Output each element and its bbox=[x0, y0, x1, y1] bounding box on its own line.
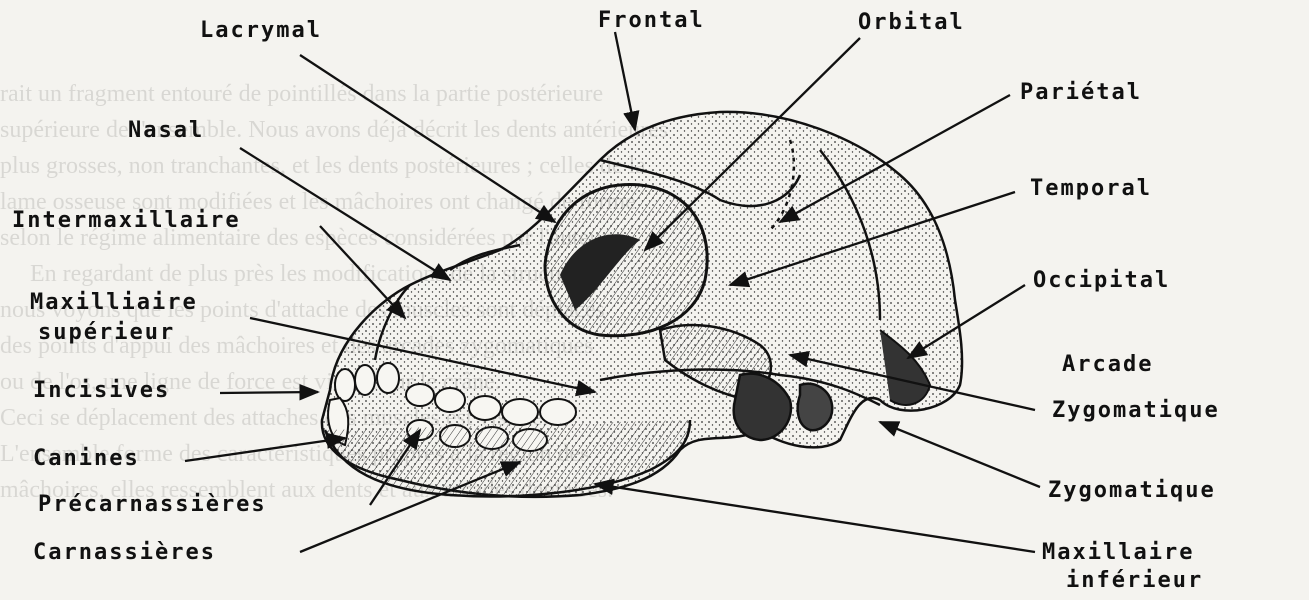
label-maxillaire-inferieur-line1: Maxillaire bbox=[1042, 540, 1194, 565]
label-frontal: Frontal bbox=[598, 8, 705, 33]
label-incisives: Incisives bbox=[33, 378, 170, 403]
arrow-zygomatique bbox=[880, 422, 1040, 487]
label-occipital: Occipital bbox=[1033, 268, 1170, 293]
label-parietal: Pariétal bbox=[1020, 80, 1142, 105]
label-orbital: Orbital bbox=[858, 10, 965, 35]
label-maxillaire-inferieur-line2: inférieur bbox=[1066, 568, 1203, 593]
arrow-nasal bbox=[240, 148, 450, 280]
arrow-incisives bbox=[220, 392, 318, 393]
label-zygomatique-arcade: Zygomatique bbox=[1052, 398, 1220, 423]
label-canines: Canines bbox=[33, 446, 140, 471]
arrow-lacrymal bbox=[300, 55, 555, 222]
arrow-intermaxillaire bbox=[320, 226, 405, 318]
label-maxillaire-superieur-line1: Maxilliaire bbox=[30, 290, 198, 315]
label-maxillaire-superieur-line2: supérieur bbox=[38, 320, 175, 345]
label-nasal: Nasal bbox=[128, 118, 204, 143]
label-intermaxillaire: Intermaxillaire bbox=[12, 208, 241, 233]
arrow-frontal bbox=[615, 32, 635, 130]
label-temporal: Temporal bbox=[1030, 176, 1152, 201]
label-lacrymal: Lacrymal bbox=[200, 18, 322, 43]
label-arcade: Arcade bbox=[1062, 352, 1153, 377]
arrow-maxillaire-inferieur bbox=[595, 484, 1035, 552]
arrow-canines bbox=[185, 438, 345, 461]
label-carnassieres: Carnassières bbox=[33, 540, 216, 565]
label-precarnassieres: Précarnassières bbox=[38, 492, 267, 517]
label-zygomatique: Zygomatique bbox=[1048, 478, 1216, 503]
lower-jaw bbox=[325, 420, 690, 496]
